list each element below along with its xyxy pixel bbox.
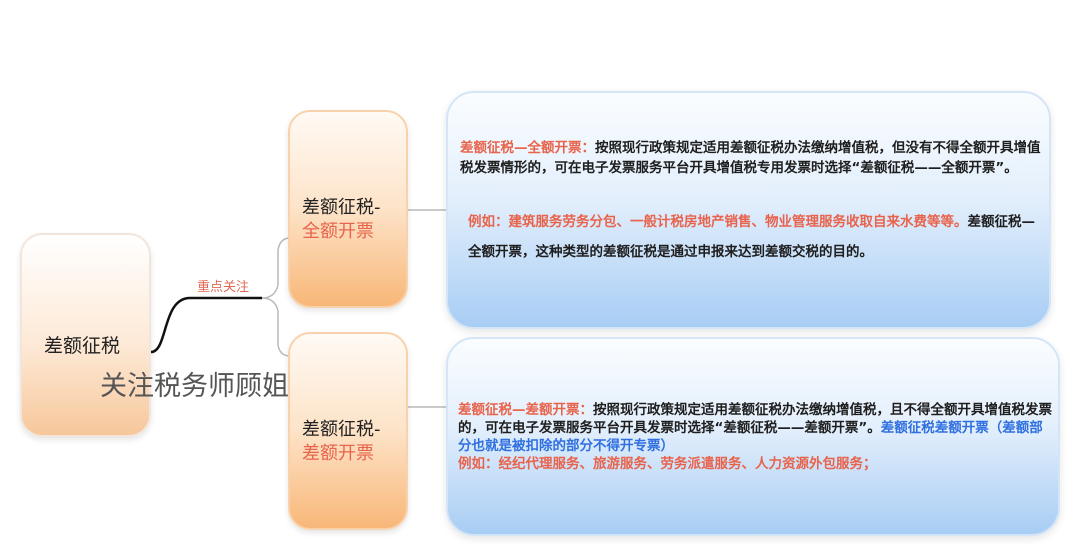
watermark-text: 关注税务师顾姐: [100, 371, 289, 402]
root-node-label: 差额征税: [44, 335, 121, 357]
detail-body: 按照现行政策规定适用差额征税办法缴纳增值税，且不得全额开具增值税发票的，可在电子…: [458, 402, 1052, 436]
detail-heading: 差额征税—差额开票：: [458, 402, 593, 418]
detail-box-difference-invoice[interactable]: 差额征税—差额开票：按照现行政策规定适用差额征税办法缴纳增值税，且不得全额开具增…: [446, 337, 1060, 536]
detail-body: 按照现行政策规定适用差额征税办法缴纳增值税，但没有不得全额开具增值税发票情形的，…: [460, 140, 1041, 176]
root-node[interactable]: 差额征税: [20, 233, 151, 437]
detail-heading: 差额征税—全额开票：: [460, 140, 595, 156]
detail-paragraph: 差额征税—差额开票：按照现行政策规定适用差额征税办法缴纳增值税，且不得全额开具增…: [458, 401, 1056, 473]
edge-label-focus: 重点关注: [197, 280, 250, 295]
branch-title-line1: 差额征税-: [302, 419, 381, 440]
branch-title: 差额征税- 差额开票: [302, 418, 381, 466]
detail-box-full-invoice[interactable]: 差额征税—全额开票：按照现行政策规定适用差额征税办法缴纳增值税，但没有不得全额开…: [446, 91, 1051, 329]
detail-example: 例如：建筑服务劳务分包、一般计税房地产销售、物业管理服务收取自来水费等等。: [468, 214, 968, 230]
branch-title: 差额征税- 全额开票: [302, 196, 381, 244]
branch-fork-lower: [261, 297, 291, 357]
branch-title-line2: 全额开票: [302, 221, 374, 242]
branch-fork-upper: [261, 237, 291, 299]
branch-title-line1: 差额征税-: [302, 197, 381, 218]
detail-note: 差额征税差额开票（差额部分也就是被扣除的部分不得开专票）: [458, 420, 1043, 454]
root-to-branch-curve: [150, 296, 262, 354]
detail-note: 差额征税—全额开票，这种类型的差额征税是通过申报来达到差额交税的目的。: [468, 214, 1035, 260]
branch-node-difference-invoice[interactable]: 差额征税- 差额开票: [288, 332, 408, 530]
branch-node-full-invoice[interactable]: 差额征税- 全额开票: [288, 110, 408, 308]
branch-title-line2: 差额开票: [302, 443, 374, 464]
detail-paragraph: 差额征税—全额开票：按照现行政策规定适用差额征税办法缴纳增值税，但没有不得全额开…: [460, 138, 1045, 178]
detail-example: 例如：经纪代理服务、旅游服务、劳务派遣服务、人力资源外包服务；: [458, 456, 877, 472]
detail-example-paragraph: 例如：建筑服务劳务分包、一般计税房地产销售、物业管理服务收取自来水费等等。差额征…: [468, 207, 1043, 267]
